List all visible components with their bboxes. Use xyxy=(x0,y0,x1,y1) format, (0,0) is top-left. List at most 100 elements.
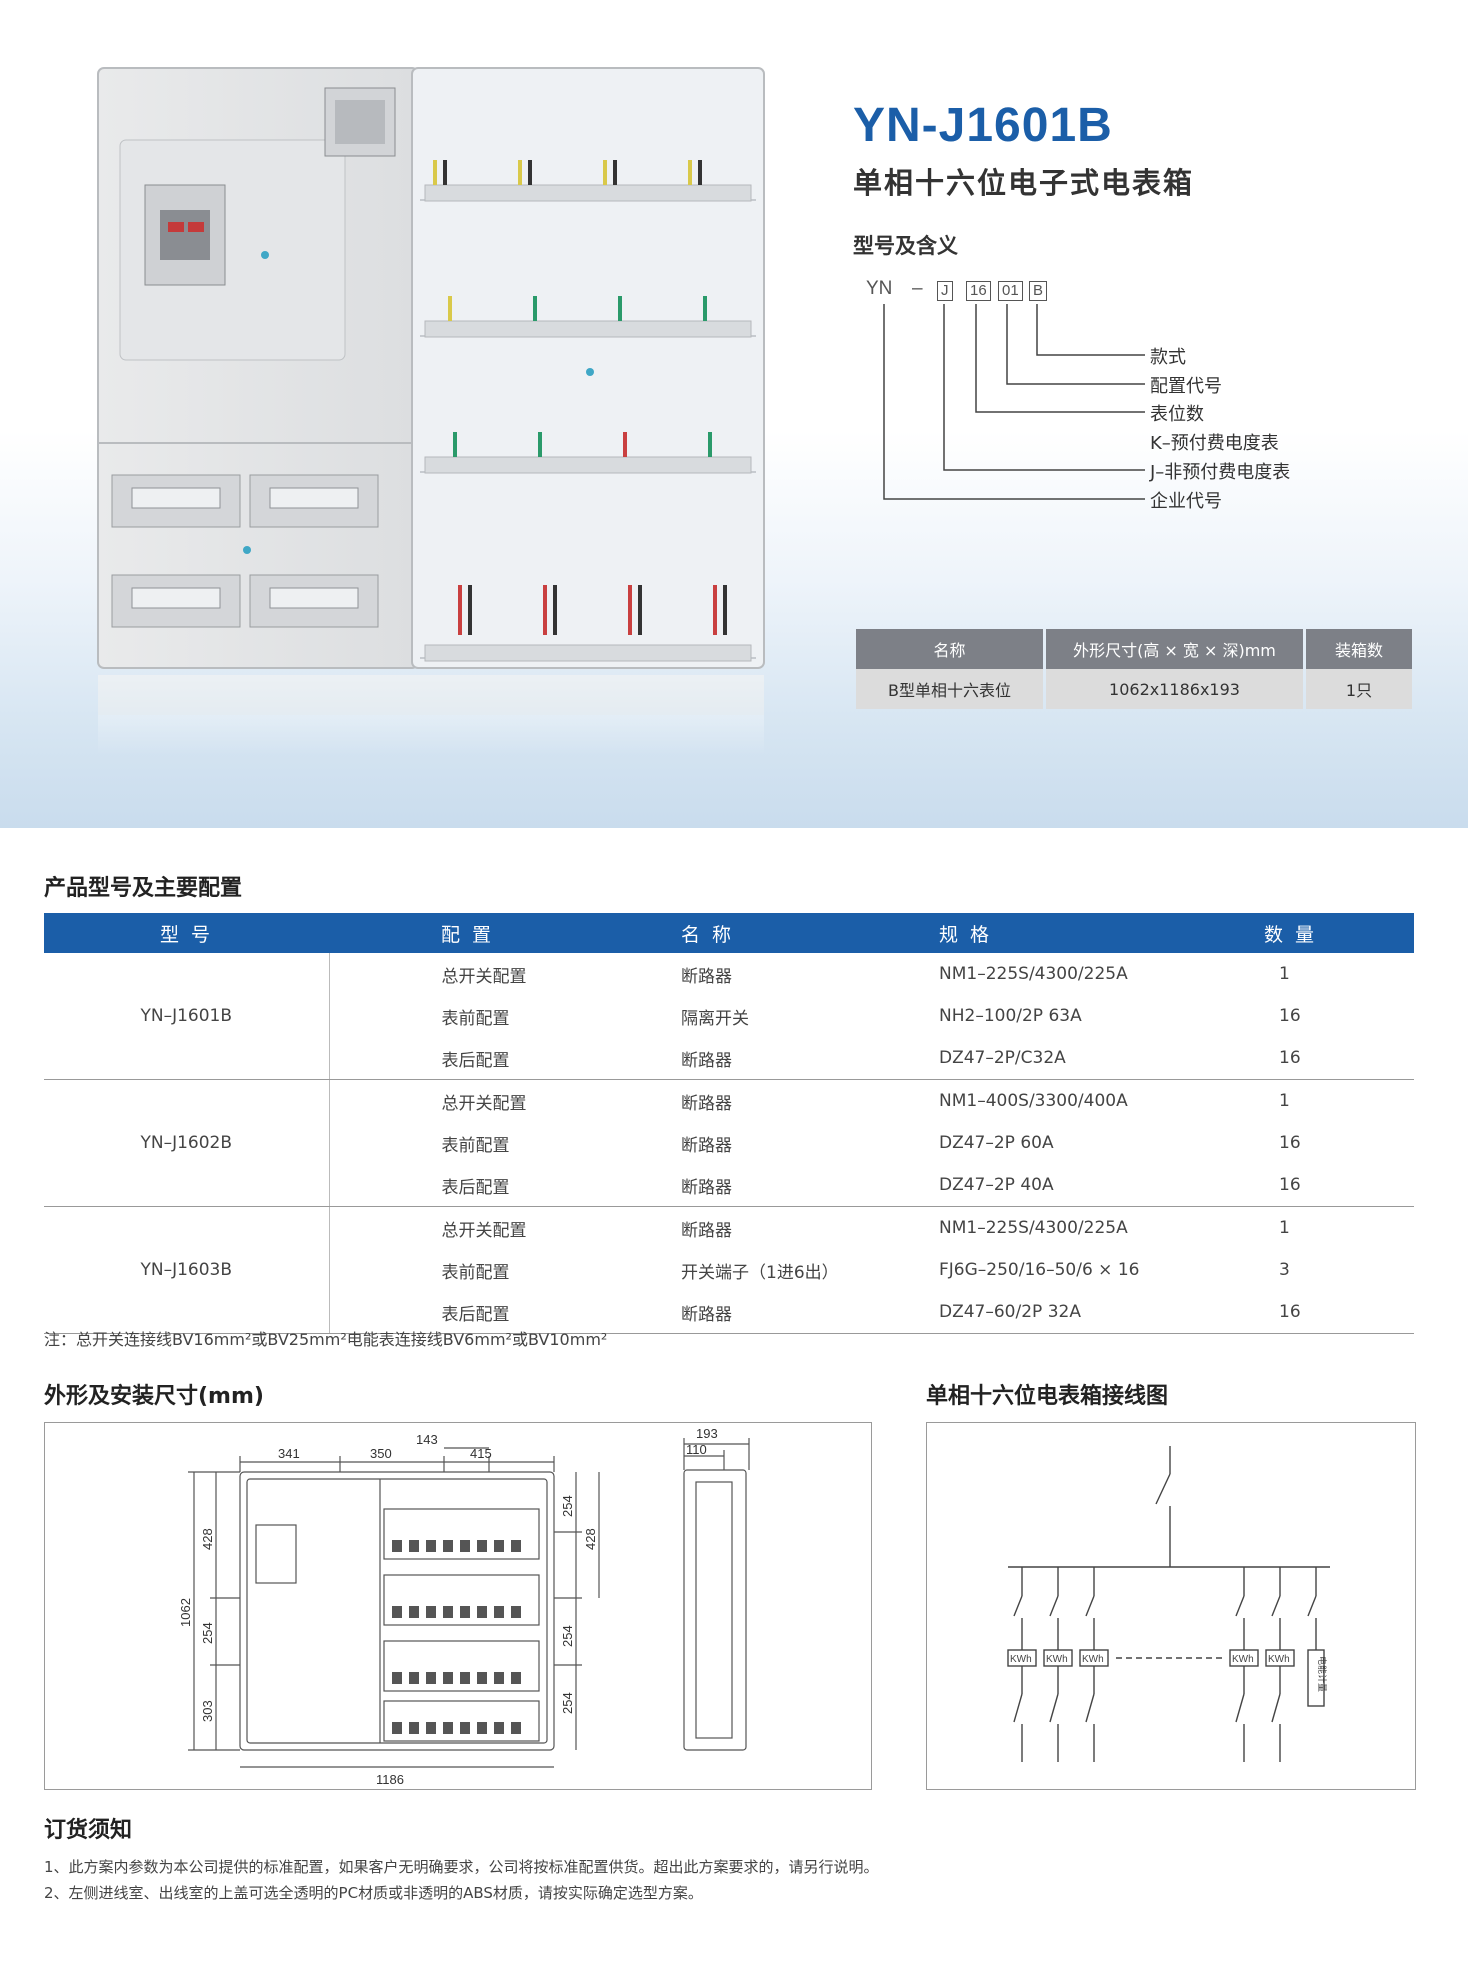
model-cell: YN–J1603B xyxy=(44,1206,330,1334)
name-cell: 断路器 xyxy=(680,1037,938,1080)
spec-header-name: 名称 xyxy=(856,629,1043,669)
dim-right-254c: 254 xyxy=(560,1692,575,1714)
code-part-16: 16 xyxy=(966,281,991,301)
code-part-01: 01 xyxy=(998,281,1023,301)
table-row: YN–J1602B 总开关配置 断路器 NM1–400S/3300/400A 1 xyxy=(44,1079,1414,1207)
code-label-company: 企业代号 xyxy=(1150,491,1222,512)
dimension-drawing-frame xyxy=(44,1422,872,1790)
dim-right-428: 428 xyxy=(583,1528,598,1550)
qty-cell: 16 xyxy=(1279,1133,1301,1153)
config-cell: 总开关配置 xyxy=(441,1220,527,1241)
dimensions-heading: 外形及安装尺寸(mm) xyxy=(44,1384,264,1409)
name-cell: 断路器 xyxy=(681,966,732,987)
spec-cell: DZ47–2P 60A xyxy=(939,1133,1054,1153)
spec-cell: DZ47–60/2P 32A xyxy=(938,1291,1263,1334)
code-leader-lines xyxy=(883,304,1145,500)
config-cell: 总开关配置 xyxy=(441,1093,527,1114)
config-cell: 表后配置 xyxy=(329,1291,680,1334)
meter-label-3: KWh xyxy=(1082,1654,1104,1665)
config-cell: 表后配置 xyxy=(329,1037,680,1080)
name-cell: 隔离开关 xyxy=(681,1008,749,1029)
dim-left-428: 428 xyxy=(200,1528,215,1550)
wiring-diagram: KWh KWh KWh KWh KWh 电能计量 xyxy=(1007,1446,1330,1762)
code-prefix: YN xyxy=(866,278,893,299)
order-line-2: 2、左侧进线室、出线室的上盖可选全透明的PC材质或非透明的ABS材质，请按实际确… xyxy=(44,1884,703,1902)
dim-height: 1062 xyxy=(178,1598,193,1627)
spec-cell: NH2–100/2P 63A xyxy=(939,1006,1082,1026)
meter-label-2: KWh xyxy=(1046,1654,1068,1665)
qty-cell: 16 xyxy=(1263,1291,1414,1334)
spec-cell: NM1–225S/4300/225A xyxy=(939,1218,1128,1238)
model-cell: YN–J1601B xyxy=(44,953,330,1080)
spec-cell: FJ6G–250/16–50/6 × 16 xyxy=(939,1260,1140,1280)
spec-header-size: 外形尺寸(高 × 宽 × 深)mm xyxy=(1046,629,1303,669)
name-cell: 开关端子（1进6出） xyxy=(681,1262,839,1283)
table-row: 表前配置 隔离开关 NH2–100/2P 63A 16 xyxy=(44,995,1414,1037)
table-row: YN–J1603B 总开关配置 断路器 NM1–225S/4300/225A 1 xyxy=(44,1206,1414,1334)
qty-cell: 16 xyxy=(1263,1164,1414,1207)
col-config: 配 置 xyxy=(329,913,680,953)
order-line-1: 1、此方案内参数为本公司提供的标准配置，如果客户无明确要求，公司将按标准配置供货… xyxy=(44,1858,879,1876)
table-row: 表后配置 断路器 DZ47–2P 40A 16 xyxy=(44,1164,1414,1207)
model-meaning-heading: 型号及含义 xyxy=(853,234,958,258)
spec-cell: DZ47–2P 40A xyxy=(938,1164,1263,1207)
name-cell: 断路器 xyxy=(680,1164,938,1207)
table-row: 表后配置 断路器 DZ47–2P/C32A 16 xyxy=(44,1037,1414,1080)
config-cell: 表前配置 xyxy=(441,1262,510,1283)
col-qty: 数 量 xyxy=(1263,913,1414,953)
code-label-style: 款式 xyxy=(1150,347,1186,368)
model-title: YN-J1601B xyxy=(853,99,1113,152)
name-cell: 断路器 xyxy=(681,1220,732,1241)
model-cell: YN–J1602B xyxy=(44,1079,330,1207)
table-row: 表前配置 开关端子（1进6出） FJ6G–250/16–50/6 × 16 3 xyxy=(44,1249,1414,1291)
config-cell: 表后配置 xyxy=(329,1164,680,1207)
dim-left-303: 303 xyxy=(200,1700,215,1722)
product-subtitle: 单相十六位电子式电表箱 xyxy=(853,166,1195,200)
qty-cell: 16 xyxy=(1263,1037,1414,1080)
spec-cell: NM1–400S/3300/400A xyxy=(939,1091,1128,1111)
metering-box-label: 电能计量 xyxy=(1316,1656,1328,1692)
wiring-note: 注：总开关连接线BV16mm²或BV25mm²电能表连接线BV6mm²或BV10… xyxy=(44,1330,608,1349)
config-cell: 表前配置 xyxy=(441,1135,510,1156)
config-cell: 表前配置 xyxy=(441,1008,510,1029)
spec-cell-size: 1062x1186x193 xyxy=(1046,669,1303,709)
table-row: 表前配置 断路器 DZ47–2P 60A 16 xyxy=(44,1122,1414,1164)
qty-cell: 1 xyxy=(1279,1218,1290,1238)
spec-header-qty: 装箱数 xyxy=(1306,629,1412,669)
dim-right-254b: 254 xyxy=(560,1625,575,1647)
spec-cell-qty: 1只 xyxy=(1306,669,1412,709)
code-label-meter-count: 表位数 xyxy=(1150,404,1204,425)
meter-label-5: KWh xyxy=(1268,1654,1290,1665)
dim-width: 1186 xyxy=(376,1772,404,1787)
code-dash: – xyxy=(912,278,923,299)
qty-cell: 16 xyxy=(1279,1006,1301,1026)
spec-cell: DZ47–2P/C32A xyxy=(938,1037,1263,1080)
table-row: YN–J1601B 总开关配置 断路器 NM1–225S/4300/225A 1 xyxy=(44,953,1414,1080)
meter-label-1: KWh xyxy=(1010,1654,1032,1665)
qty-cell: 3 xyxy=(1279,1260,1290,1280)
dim-depth-110: 110 xyxy=(686,1442,707,1457)
dim-top-341: 341 xyxy=(278,1446,300,1461)
qty-cell: 1 xyxy=(1279,1091,1290,1111)
dim-top-143: 143 xyxy=(416,1432,438,1447)
product-photo xyxy=(97,67,765,755)
dimension-drawing: 341 350 143 415 1186 1062 428 254 303 25… xyxy=(178,1426,750,1787)
order-heading: 订货须知 xyxy=(44,1818,133,1843)
dim-right-254a: 254 xyxy=(560,1495,575,1517)
qty-cell: 1 xyxy=(1279,964,1290,984)
wiring-heading: 单相十六位电表箱接线图 xyxy=(926,1384,1169,1409)
dim-top-350: 350 xyxy=(370,1446,392,1461)
dim-depth-193: 193 xyxy=(696,1426,718,1441)
config-heading: 产品型号及主要配置 xyxy=(44,876,243,901)
code-label-k: K–预付费电度表 xyxy=(1150,433,1279,454)
dim-left-254: 254 xyxy=(200,1622,215,1644)
dim-top-415: 415 xyxy=(470,1446,492,1461)
wiring-diagram-frame xyxy=(926,1422,1416,1790)
code-label-config: 配置代号 xyxy=(1150,376,1222,397)
meter-label-4: KWh xyxy=(1232,1654,1254,1665)
name-cell: 断路器 xyxy=(681,1093,732,1114)
table-row: 表后配置 断路器 DZ47–60/2P 32A 16 xyxy=(44,1291,1414,1334)
spec-cell: NM1–225S/4300/225A xyxy=(939,964,1128,984)
col-spec: 规 格 xyxy=(938,913,1263,953)
name-cell: 断路器 xyxy=(680,1291,938,1334)
